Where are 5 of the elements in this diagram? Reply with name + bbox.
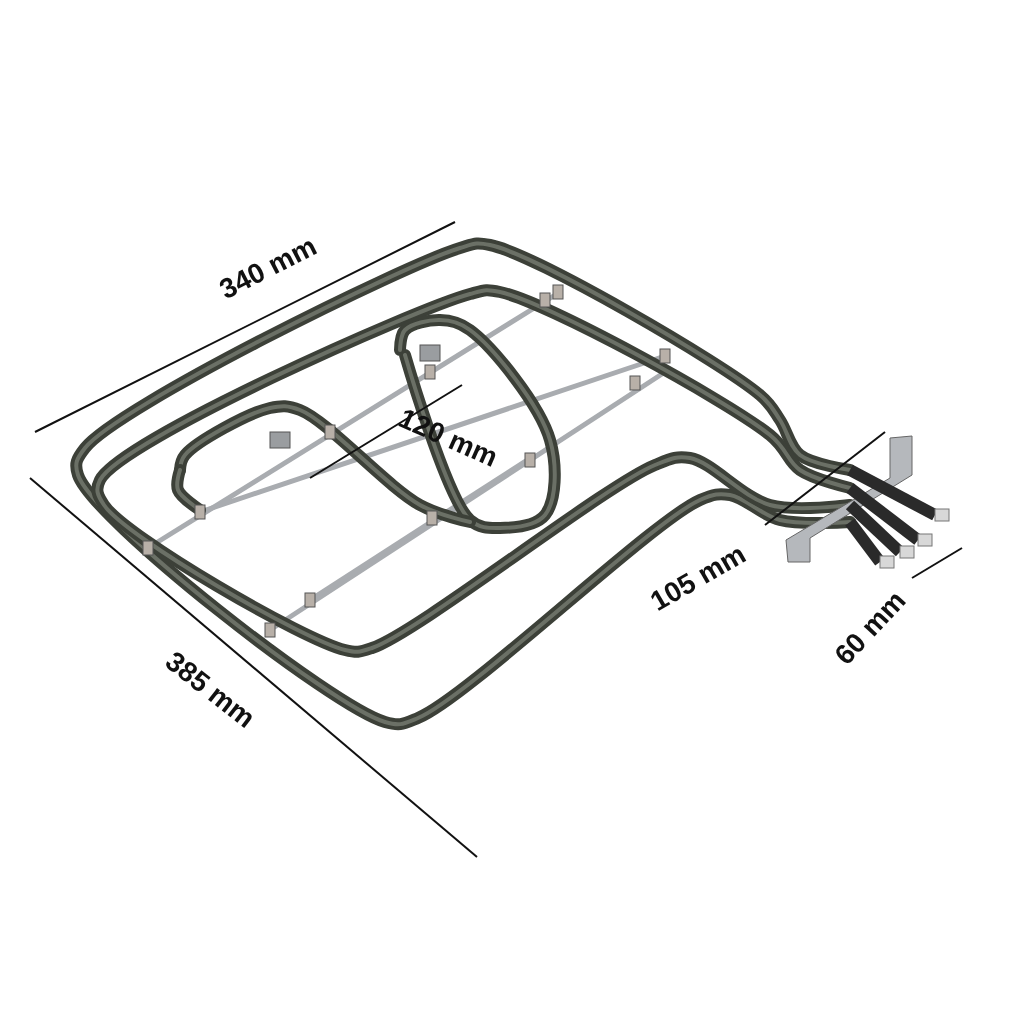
dimension-label: 105 mm [645, 538, 752, 618]
dimension-label: 385 mm [159, 645, 262, 735]
dimension-label: 60 mm [827, 584, 912, 672]
dimension-label: 120 mm [394, 402, 503, 474]
dimension-label: 340 mm [214, 230, 322, 306]
